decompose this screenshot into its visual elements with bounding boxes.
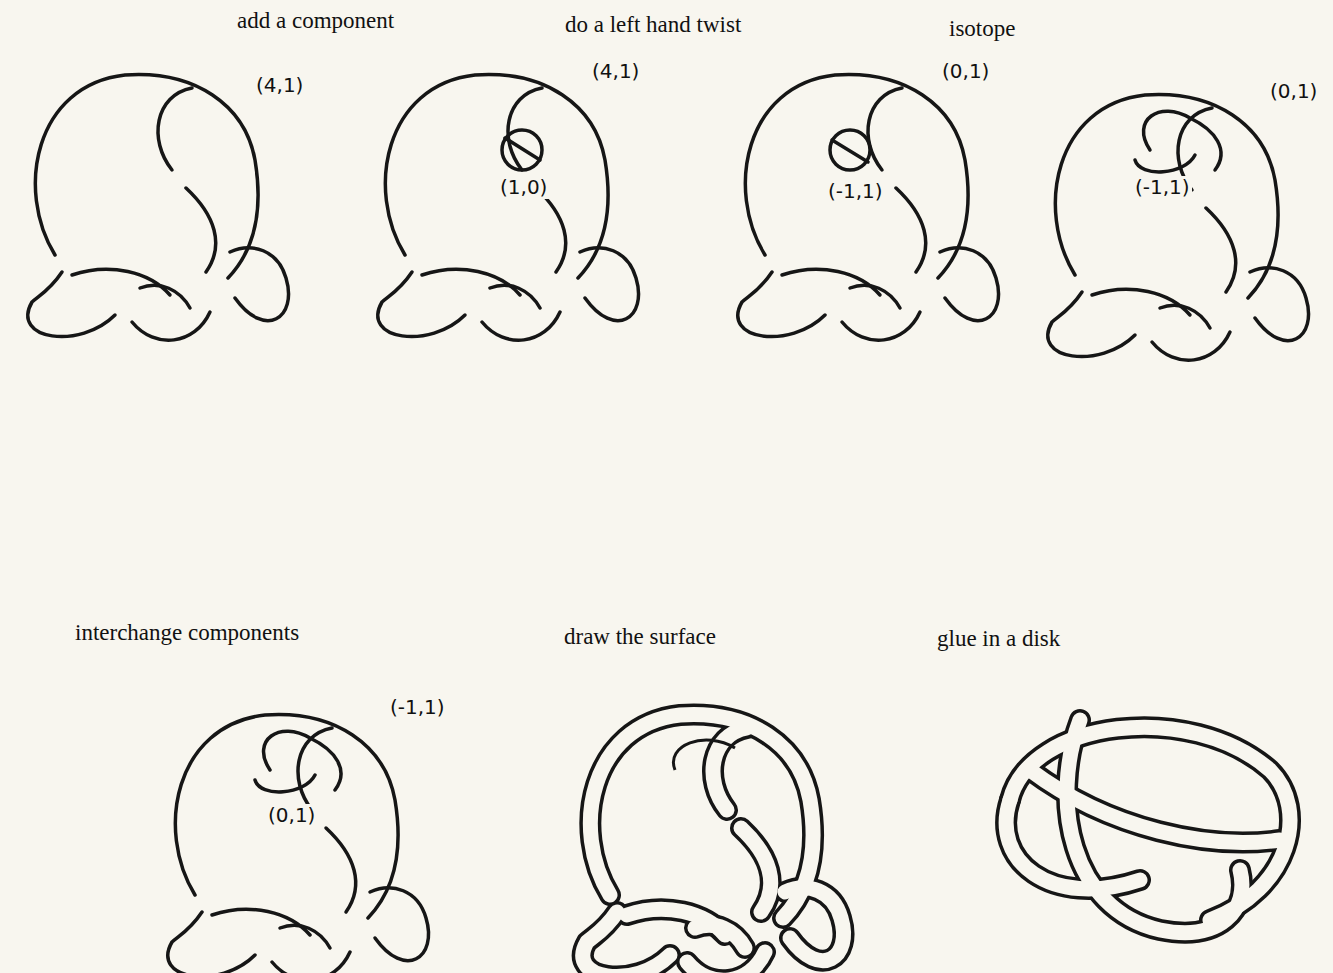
surgery-coefficient: (4,1) — [254, 74, 305, 97]
surgery-coefficient: (1,0) — [498, 176, 549, 199]
surgery-coefficient: (4,1) — [590, 60, 641, 83]
panel-caption: glue in a disk — [935, 626, 1062, 652]
surgery-coefficient: (0,1) — [266, 804, 317, 827]
surgery-coefficient: (-1,1) — [1133, 176, 1192, 199]
panel-caption: interchange components — [73, 620, 301, 646]
panel-caption: do a left hand twist — [563, 12, 743, 38]
panel-caption: draw the surface — [562, 624, 718, 650]
surgery-coefficient: (-1,1) — [388, 696, 447, 719]
panel-caption: add a component — [235, 8, 396, 34]
surgery-coefficient: (0,1) — [1268, 80, 1319, 103]
surgery-coefficient: (0,1) — [940, 60, 991, 83]
surgery-coefficient: (-1,1) — [826, 180, 885, 203]
panel-caption: isotope — [947, 16, 1017, 42]
